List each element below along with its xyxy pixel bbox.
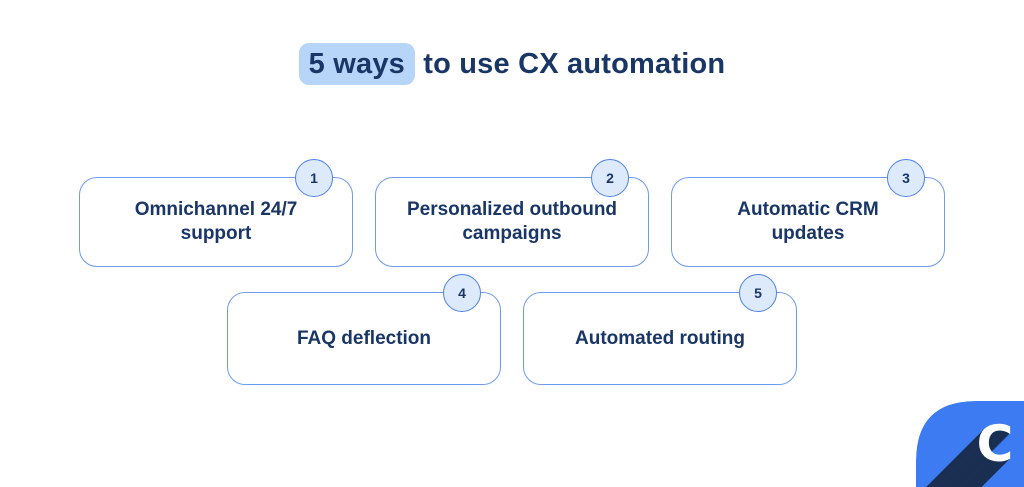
card-label: Automated routing	[575, 327, 745, 349]
svg-text:C: C	[963, 429, 1000, 487]
svg-text:C: C	[943, 449, 980, 487]
title-rest: to use CX automation	[414, 48, 726, 80]
svg-text:C: C	[962, 430, 999, 487]
svg-text:C: C	[919, 473, 956, 487]
svg-text:C: C	[928, 464, 965, 487]
svg-text:C: C	[961, 431, 998, 487]
svg-text:C: C	[937, 455, 974, 487]
title-highlight: 5 ways	[298, 43, 415, 85]
svg-text:C: C	[933, 459, 970, 487]
svg-text:C: C	[921, 471, 958, 487]
svg-text:C: C	[916, 480, 948, 487]
svg-text:C: C	[955, 437, 992, 487]
svg-text:C: C	[957, 435, 994, 487]
svg-text:C: C	[967, 425, 1004, 483]
svg-text:C: C	[926, 466, 963, 487]
svg-text:C: C	[972, 420, 1009, 478]
card-automated-routing: 5 Automated routing	[523, 274, 797, 385]
svg-text:C: C	[935, 457, 972, 487]
svg-text:C: C	[917, 475, 954, 487]
card-number-badge: 3	[887, 159, 925, 197]
card-automatic-crm-updates: 3 Automatic CRM updates	[671, 159, 945, 267]
svg-text:C: C	[916, 476, 952, 487]
svg-text:C: C	[968, 424, 1005, 482]
svg-text:C: C	[942, 450, 979, 487]
svg-text:C: C	[922, 470, 959, 487]
svg-text:C: C	[932, 460, 969, 487]
svg-text:C: C	[945, 447, 982, 487]
card-number-badge: 5	[739, 274, 777, 312]
cards-row-1: 1 Omnichannel 24/7 support 2 Personalize…	[0, 159, 1024, 267]
svg-text:C: C	[936, 456, 973, 487]
card-number-badge: 4	[443, 274, 481, 312]
svg-text:C: C	[940, 452, 977, 487]
svg-text:C: C	[959, 433, 996, 487]
svg-text:C: C	[924, 468, 961, 487]
card-omnichannel-support: 1 Omnichannel 24/7 support	[79, 159, 353, 267]
logo-long-shadow: CCCCCCCCCCCCCCCCCCCCCCCCCCCCCCCCCCCCCCCC…	[916, 416, 1012, 487]
svg-text:C: C	[938, 454, 975, 487]
svg-text:C: C	[976, 416, 1013, 474]
svg-text:C: C	[929, 463, 966, 487]
card-number-badge: 1	[295, 159, 333, 197]
svg-text:C: C	[948, 444, 985, 487]
svg-text:C: C	[923, 469, 960, 487]
svg-text:C: C	[974, 418, 1011, 476]
svg-text:C: C	[916, 484, 944, 487]
svg-text:C: C	[920, 472, 957, 487]
svg-text:C: C	[960, 432, 997, 487]
svg-text:C: C	[958, 434, 995, 487]
brand-logo-graphic: CCCCCCCCCCCCCCCCCCCCCCCCCCCCCCCCCCCCCCCC…	[916, 401, 1024, 487]
svg-text:C: C	[916, 483, 945, 487]
svg-text:C: C	[930, 462, 967, 487]
svg-text:C: C	[934, 458, 971, 487]
svg-text:C: C	[969, 423, 1006, 481]
svg-text:C: C	[916, 478, 950, 487]
card-personalized-outbound-campaigns: 2 Personalized outbound campaigns	[375, 159, 649, 267]
svg-text:C: C	[916, 477, 951, 487]
svg-text:C: C	[971, 421, 1008, 479]
svg-text:C: C	[951, 441, 988, 487]
svg-text:C: C	[949, 443, 986, 487]
svg-text:C: C	[953, 439, 990, 487]
svg-text:C: C	[947, 445, 984, 487]
svg-text:C: C	[970, 422, 1007, 480]
card-label: Automatic CRM updates	[737, 199, 879, 244]
svg-text:C: C	[950, 442, 987, 487]
svg-text:C: C	[952, 440, 989, 487]
svg-text:C: C	[916, 479, 949, 487]
svg-text:C: C	[916, 485, 943, 487]
svg-text:C: C	[925, 467, 962, 487]
card-label: Omnichannel 24/7 support	[134, 199, 298, 244]
svg-text:C: C	[941, 451, 978, 487]
logo-corner-shape	[916, 401, 1024, 487]
svg-text:C: C	[964, 428, 1001, 486]
svg-text:C: C	[954, 438, 991, 487]
logo-letter: C	[977, 415, 1014, 473]
svg-text:C: C	[918, 474, 955, 487]
svg-text:C: C	[975, 417, 1012, 475]
card-number-badge: 2	[591, 159, 629, 197]
svg-text:C: C	[931, 461, 968, 487]
svg-text:C: C	[927, 465, 964, 487]
svg-text:C: C	[939, 453, 976, 487]
svg-text:C: C	[916, 481, 947, 487]
svg-text:C: C	[946, 446, 983, 487]
cards-row-2: 4 FAQ deflection 5 Automated routing	[0, 274, 1024, 385]
svg-text:C: C	[966, 426, 1003, 484]
svg-text:C: C	[973, 419, 1010, 477]
card-label: Personalized outbound campaigns	[406, 199, 618, 244]
svg-text:C: C	[956, 436, 993, 487]
page-title: 5 ways to use CX automation	[0, 43, 1024, 85]
svg-text:C: C	[965, 427, 1002, 485]
svg-text:C: C	[916, 482, 946, 487]
svg-text:C: C	[944, 448, 981, 487]
card-label: FAQ deflection	[296, 327, 432, 349]
card-faq-deflection: 4 FAQ deflection	[227, 274, 501, 385]
